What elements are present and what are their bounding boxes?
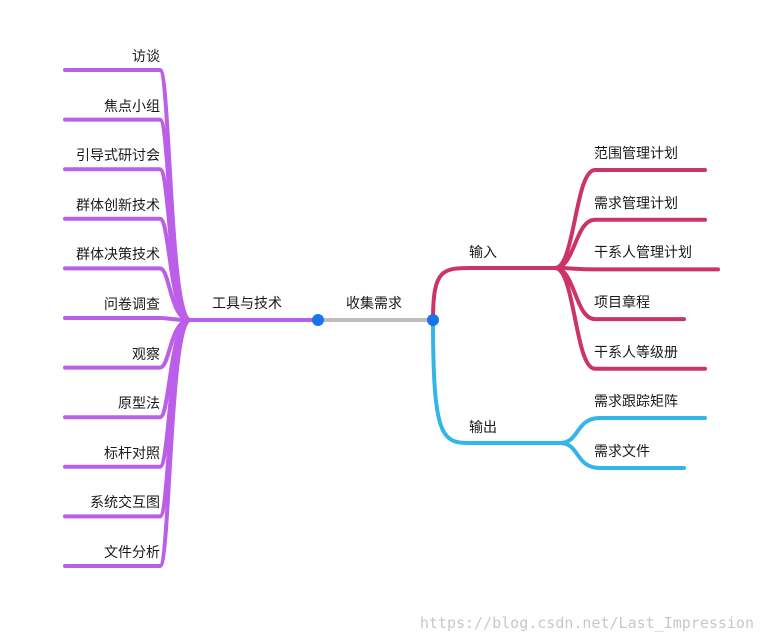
tools-item-label: 问卷调查 [104, 297, 160, 313]
tools-item-connector [63, 318, 192, 568]
inputs-item-label: 范围管理计划 [594, 146, 678, 162]
outputs-item-label: 需求文件 [594, 444, 650, 460]
outputs-branch-connector [431, 318, 562, 445]
inputs-item-label: 干系人管理计划 [594, 245, 692, 262]
inputs-branch-label: 输入 [469, 245, 497, 261]
central-topic: 收集需求 [346, 296, 402, 312]
inputs-item-label: 项目章程 [594, 295, 650, 312]
inputs-item-label: 干系人等级册 [594, 344, 678, 361]
tools-item-connector [63, 266, 192, 322]
inputs-branch-connector [431, 266, 557, 322]
tools-item-label: 访谈 [132, 49, 160, 65]
inputs-item-connector [553, 217, 707, 270]
outputs-item-connector [558, 416, 707, 445]
tools-item-label: 系统交互图 [90, 495, 160, 512]
outputs-item-connector [558, 441, 686, 470]
tools-item-label: 文件分析 [104, 545, 160, 561]
tools-item-label: 群体决策技术 [76, 247, 160, 264]
tools-item-label: 焦点小组 [104, 98, 160, 115]
tools-junction-node [312, 314, 324, 326]
io-junction-node [427, 314, 439, 326]
tools-item-label: 原型法 [118, 396, 160, 413]
outputs-branch-label: 输出 [469, 420, 497, 436]
tools-item-label: 群体创新技术 [76, 197, 160, 214]
tools-branch-label: 工具与技术 [212, 296, 282, 312]
tools-item-label: 引导式研讨会 [76, 148, 160, 165]
watermark: https://blog.csdn.net/Last_Impression [419, 614, 754, 632]
inputs-item-label: 需求管理计划 [594, 195, 678, 212]
tools-item-connector [63, 316, 192, 322]
inputs-item-connector [553, 168, 707, 270]
inputs-item-connector [553, 266, 720, 272]
tools-item-label: 标杆对照 [104, 445, 160, 462]
tools-item-label: 观察 [132, 346, 160, 363]
outputs-item-label: 需求跟踪矩阵 [594, 394, 678, 410]
inputs-item-connector [553, 266, 707, 371]
